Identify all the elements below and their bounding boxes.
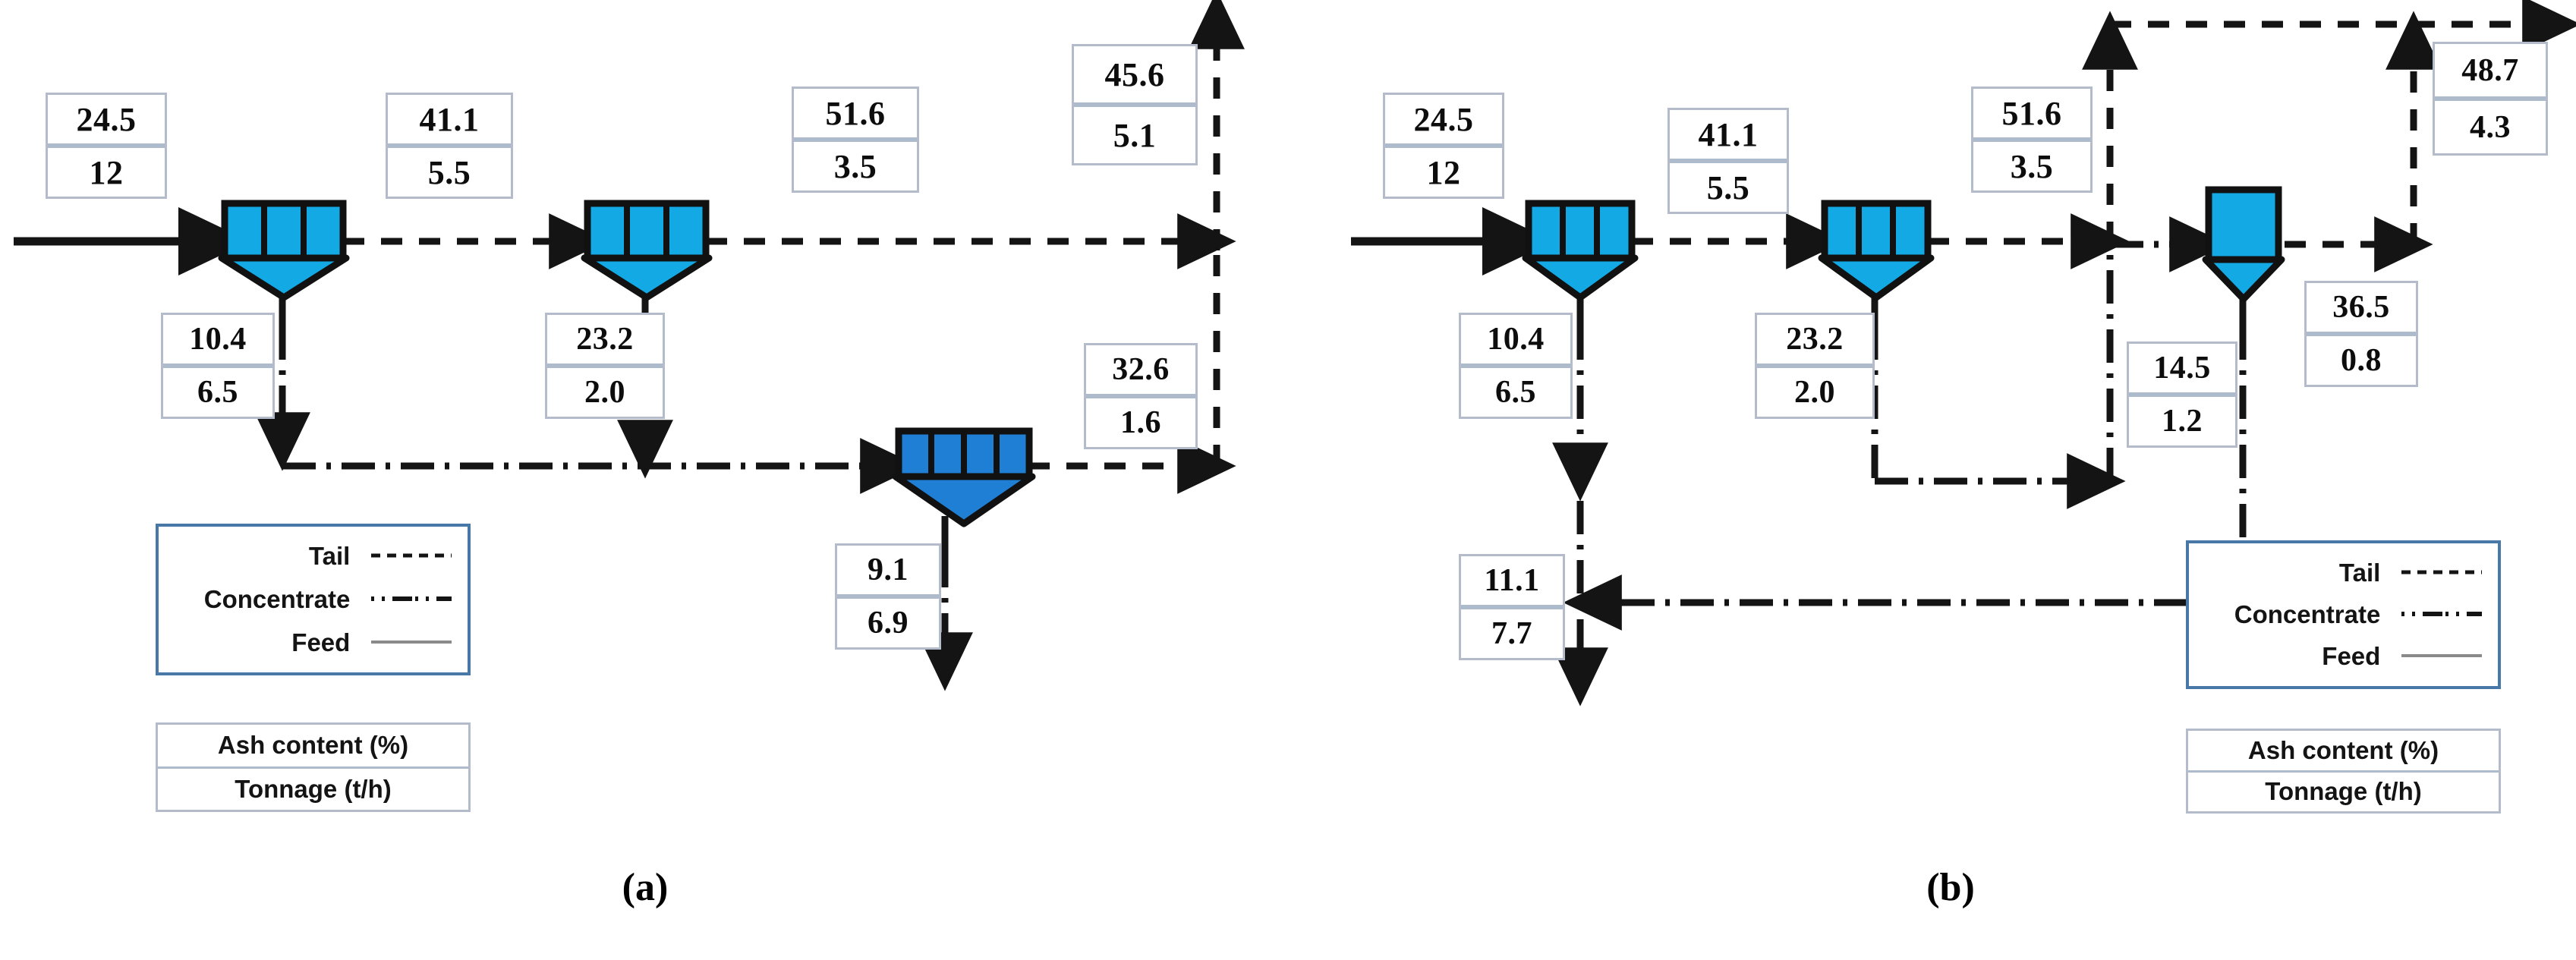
caption-panel-b: (b) bbox=[1926, 866, 1975, 909]
panel-b-lines bbox=[1351, 0, 2576, 707]
value-box-cell1-conc-b: 10.4 6.5 bbox=[1459, 313, 1573, 419]
value-box-final-tail-b: 48.7 4.3 bbox=[2433, 42, 2548, 156]
ash-value: 32.6 bbox=[1086, 345, 1195, 398]
panel-a-lines bbox=[14, 0, 1245, 691]
ash-value: 23.2 bbox=[1757, 315, 1872, 368]
ash-value: 14.5 bbox=[2129, 344, 2235, 397]
legend-label-concentrate: Concentrate bbox=[203, 585, 351, 613]
value-box-cell2-tail-b: 51.6 3.5 bbox=[1971, 87, 2093, 193]
ash-value: 11.1 bbox=[1461, 556, 1563, 609]
tonnage-value: 3.5 bbox=[2010, 147, 2054, 185]
ash-value: 41.1 bbox=[1670, 110, 1787, 163]
ash-value: 24.5 bbox=[1385, 95, 1502, 148]
tonnage-value: 12 bbox=[1426, 153, 1461, 191]
ash-value: 41.1 bbox=[388, 95, 511, 148]
flotation-cell-b-1[interactable] bbox=[1522, 200, 1639, 301]
tonnage-value: 6.5 bbox=[1495, 375, 1536, 410]
flotation-cell-a-1[interactable] bbox=[218, 200, 350, 301]
value-box-final-tail-a: 45.6 5.1 bbox=[1072, 44, 1198, 165]
legend-sample-dashed bbox=[370, 553, 468, 558]
legend-label-feed: Feed bbox=[2322, 642, 2381, 671]
legend-label-tail: Tail bbox=[2338, 558, 2381, 587]
legend-panel-b: Tail Concentrate Feed bbox=[2186, 540, 2501, 689]
tonnage-value: 5.1 bbox=[1113, 116, 1157, 154]
ash-value: 10.4 bbox=[163, 315, 272, 368]
legend-row-concentrate: Concentrate bbox=[159, 578, 468, 622]
legend-sample-dashdot bbox=[370, 596, 468, 601]
tonnage-value: 2.0 bbox=[1794, 375, 1835, 410]
tonnage-value: 2.0 bbox=[584, 375, 625, 410]
tonnage-value: 4.3 bbox=[2470, 109, 2511, 145]
flotation-cell-b-3[interactable] bbox=[2202, 186, 2285, 303]
units-key-panel-a: Ash content (%) Tonnage (t/h) bbox=[156, 722, 471, 812]
tonnage-value: 0.8 bbox=[2341, 343, 2382, 378]
legend-panel-a: Tail Concentrate Feed bbox=[156, 524, 471, 675]
ash-value: 51.6 bbox=[1973, 89, 2090, 142]
ash-value: 23.2 bbox=[547, 315, 663, 368]
value-box-final-conc-b: 11.1 7.7 bbox=[1459, 554, 1565, 660]
tonnage-value: 1.2 bbox=[2162, 404, 2203, 439]
units-key-panel-b: Ash content (%) Tonnage (t/h) bbox=[2186, 729, 2501, 814]
ash-value: 10.4 bbox=[1461, 315, 1570, 368]
ash-value: 51.6 bbox=[794, 89, 917, 142]
legend-sample-solid bbox=[2400, 654, 2498, 658]
legend-sample-dashed bbox=[2400, 570, 2498, 574]
units-ash-label: Ash content (%) bbox=[2188, 731, 2499, 773]
legend-label-feed: Feed bbox=[291, 628, 351, 656]
legend-sample-dashdot bbox=[2400, 612, 2498, 616]
ash-value: 36.5 bbox=[2307, 283, 2416, 336]
tonnage-value: 6.5 bbox=[197, 375, 238, 410]
value-box-cell2-tail-a: 51.6 3.5 bbox=[792, 87, 919, 193]
legend-row-concentrate: Concentrate bbox=[2189, 593, 2498, 635]
tonnage-value: 6.9 bbox=[868, 606, 909, 641]
tonnage-value: 12 bbox=[89, 153, 124, 191]
tonnage-value: 3.5 bbox=[833, 147, 877, 185]
tonnage-value: 5.5 bbox=[427, 153, 471, 191]
ash-value: 24.5 bbox=[48, 95, 165, 148]
units-ash-label: Ash content (%) bbox=[158, 725, 468, 769]
value-box-cell3-tail-a: 32.6 1.6 bbox=[1084, 343, 1198, 449]
tonnage-value: 1.6 bbox=[1120, 405, 1161, 440]
value-box-feed-b: 24.5 12 bbox=[1383, 93, 1504, 199]
units-tonnage-label: Tonnage (t/h) bbox=[2265, 777, 2422, 806]
legend-row-tail: Tail bbox=[2189, 552, 2498, 593]
flotation-cell-b-2[interactable] bbox=[1818, 200, 1935, 301]
value-box-feed-a: 24.5 12 bbox=[46, 93, 167, 199]
value-box-cell2-conc-a: 23.2 2.0 bbox=[545, 313, 665, 419]
flotation-cell-a-3[interactable] bbox=[892, 427, 1036, 527]
ash-value: 9.1 bbox=[837, 546, 939, 599]
value-box-cell1-conc-a: 10.4 6.5 bbox=[161, 313, 275, 419]
value-box-cell1-tail-b: 41.1 5.5 bbox=[1667, 108, 1789, 214]
units-tonnage-label: Tonnage (t/h) bbox=[235, 774, 392, 803]
legend-label-concentrate: Concentrate bbox=[2234, 600, 2381, 628]
flotation-cell-a-2[interactable] bbox=[581, 200, 713, 301]
caption-panel-a: (a) bbox=[622, 866, 669, 909]
legend-row-feed: Feed bbox=[159, 621, 468, 664]
value-box-cell1-tail-a: 41.1 5.5 bbox=[386, 93, 513, 199]
legend-sample-solid bbox=[370, 640, 468, 644]
value-box-cell3-conc-b: 14.5 1.2 bbox=[2127, 342, 2237, 448]
value-box-cell3-conc-a: 9.1 6.9 bbox=[835, 543, 941, 650]
tonnage-value: 5.5 bbox=[1706, 168, 1750, 206]
value-box-cell3-tail-b: 36.5 0.8 bbox=[2304, 281, 2418, 387]
legend-row-tail: Tail bbox=[159, 535, 468, 578]
legend-row-feed: Feed bbox=[2189, 636, 2498, 678]
ash-value: 45.6 bbox=[1074, 46, 1195, 107]
value-box-cell2-conc-b: 23.2 2.0 bbox=[1755, 313, 1875, 419]
tonnage-value: 7.7 bbox=[1491, 616, 1532, 651]
ash-value: 48.7 bbox=[2435, 44, 2546, 101]
legend-label-tail: Tail bbox=[308, 542, 351, 571]
